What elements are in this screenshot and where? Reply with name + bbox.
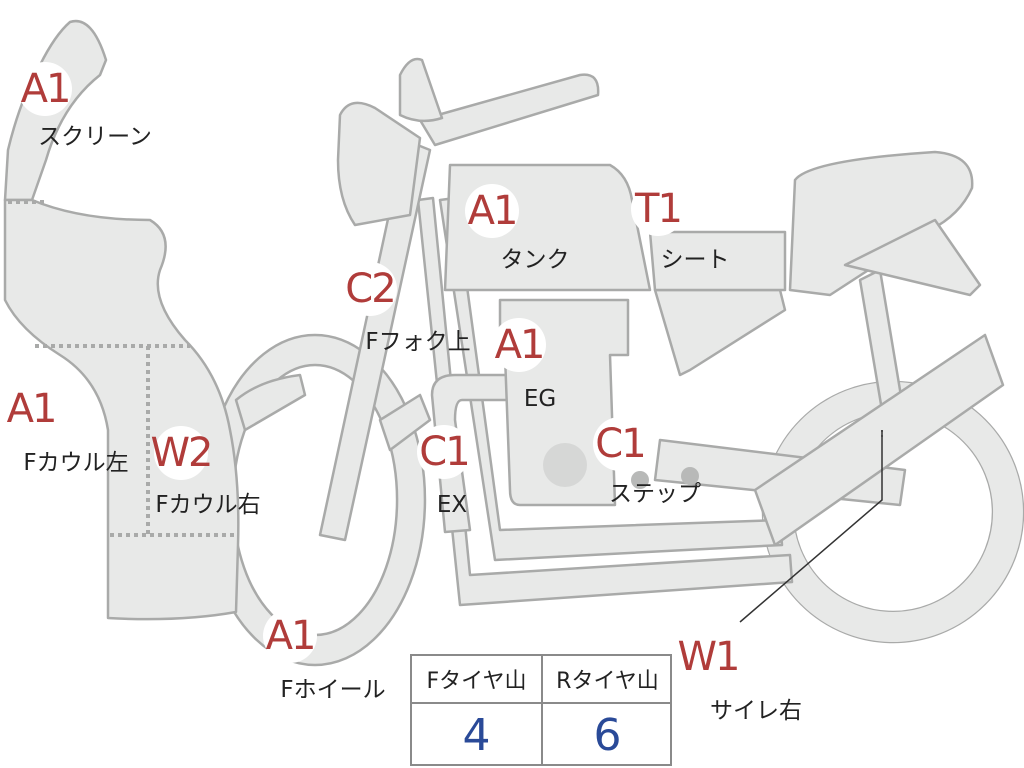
marker-label-fcowl-left: Fカウル左: [23, 450, 129, 476]
marker-code-fwheel[interactable]: A1: [263, 609, 317, 663]
exhaust-pipe: [430, 373, 522, 534]
table-divider-horizontal: [412, 702, 670, 704]
marker-code-muffler-right[interactable]: W1: [678, 630, 741, 684]
header-front-tire: Fタイヤ山: [426, 669, 527, 694]
marker-label-step: ステップ: [609, 481, 701, 507]
value-rear-tire[interactable]: 6: [593, 709, 622, 761]
table-divider-vertical: [541, 656, 543, 766]
marker-code-seat[interactable]: T1: [631, 182, 685, 236]
seat: [648, 230, 787, 292]
front-fork: [318, 138, 432, 542]
marker-code-fcowl-right[interactable]: W2: [151, 426, 214, 480]
tire-tread-table: Fタイヤ山 Rタイヤ山 4 6: [410, 654, 672, 766]
marker-code-screen[interactable]: A1: [18, 62, 72, 116]
marker-code-ex[interactable]: C1: [417, 425, 471, 479]
marker-label-ex: EX: [436, 492, 468, 518]
marker-code-eg[interactable]: A1: [492, 318, 546, 372]
front-cowl: [3, 198, 240, 621]
marker-code-step[interactable]: C1: [593, 417, 647, 471]
marker-label-fcowl-right: Fカウル右: [155, 492, 261, 518]
marker-label-screen: スクリーン: [38, 124, 152, 150]
marker-code-fcowl-left[interactable]: A1: [4, 382, 58, 436]
marker-label-tank: タンク: [500, 247, 570, 273]
marker-label-seat: シート: [660, 247, 730, 273]
marker-label-fwheel: Fホイール: [280, 677, 386, 703]
value-front-tire[interactable]: 4: [462, 709, 491, 761]
marker-code-ffork[interactable]: C2: [343, 262, 397, 316]
marker-label-ffork: Fフォク上: [365, 329, 471, 355]
marker-code-tank[interactable]: A1: [465, 184, 519, 238]
marker-label-eg: EG: [523, 386, 557, 412]
header-rear-tire: Rタイヤ山: [556, 669, 659, 694]
marker-label-muffler-right: サイレ右: [710, 698, 802, 724]
rear-muffler: [753, 333, 1005, 547]
